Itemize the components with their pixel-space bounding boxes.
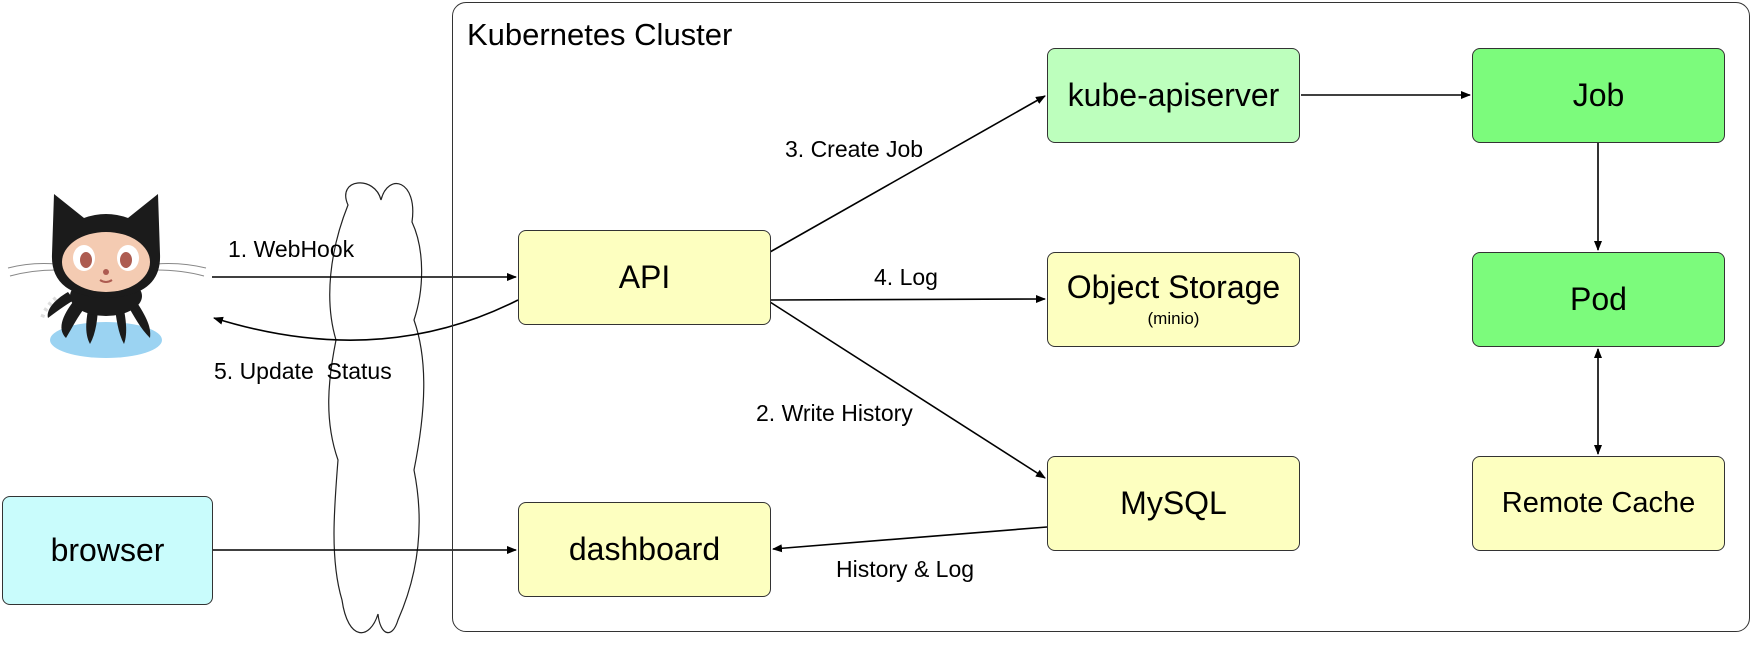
edge-label-webhook: 1. WebHook: [228, 236, 355, 262]
mysql-node: MySQL: [1047, 456, 1300, 551]
dashboard-node: dashboard: [518, 502, 771, 597]
edge-label-create-job: 3. Create Job: [785, 136, 924, 162]
object-storage-node: Object Storage (minio): [1047, 252, 1300, 347]
edge-create-job: [769, 95, 1046, 253]
api-node-label: API: [618, 258, 671, 295]
edge-write-history: [769, 301, 1046, 479]
cluster-title: Kubernetes Cluster: [467, 17, 733, 52]
dashboard-node-label: dashboard: [568, 530, 721, 567]
browser-node: browser: [2, 496, 213, 605]
edge-label-write-history: 2. Write History: [756, 400, 913, 426]
github-octocat-icon: [7, 194, 207, 358]
object-storage-node-label: Object Storage: [1066, 268, 1281, 305]
edge-label-update-status: 5. Update Status: [214, 358, 392, 384]
remote-cache-node-label: Remote Cache: [1501, 486, 1696, 519]
edge-update-status: [213, 299, 519, 341]
pod-node-label: Pod: [1570, 280, 1627, 317]
kubernetes-cluster: Kubernetes Cluster: [452, 2, 1750, 632]
edge-label-log: 4. Log: [874, 264, 938, 290]
remote-cache-node: Remote Cache: [1472, 456, 1725, 551]
browser-node-label: browser: [50, 531, 165, 568]
edge-log: [769, 295, 1046, 304]
job-node-label: Job: [1572, 76, 1625, 113]
edge-history-log: [772, 526, 1048, 553]
edge-label-history-log: History & Log: [836, 556, 975, 582]
object-storage-node-sublabel: (minio): [1147, 309, 1200, 329]
kube-apiserver-node: kube-apiserver: [1047, 48, 1300, 143]
pod-node: Pod: [1472, 252, 1725, 347]
mysql-node-label: MySQL: [1120, 484, 1227, 521]
kube-apiserver-node-label: kube-apiserver: [1067, 76, 1280, 113]
api-node: API: [518, 230, 771, 325]
cloud-icon: [328, 182, 425, 634]
job-node: Job: [1472, 48, 1725, 143]
